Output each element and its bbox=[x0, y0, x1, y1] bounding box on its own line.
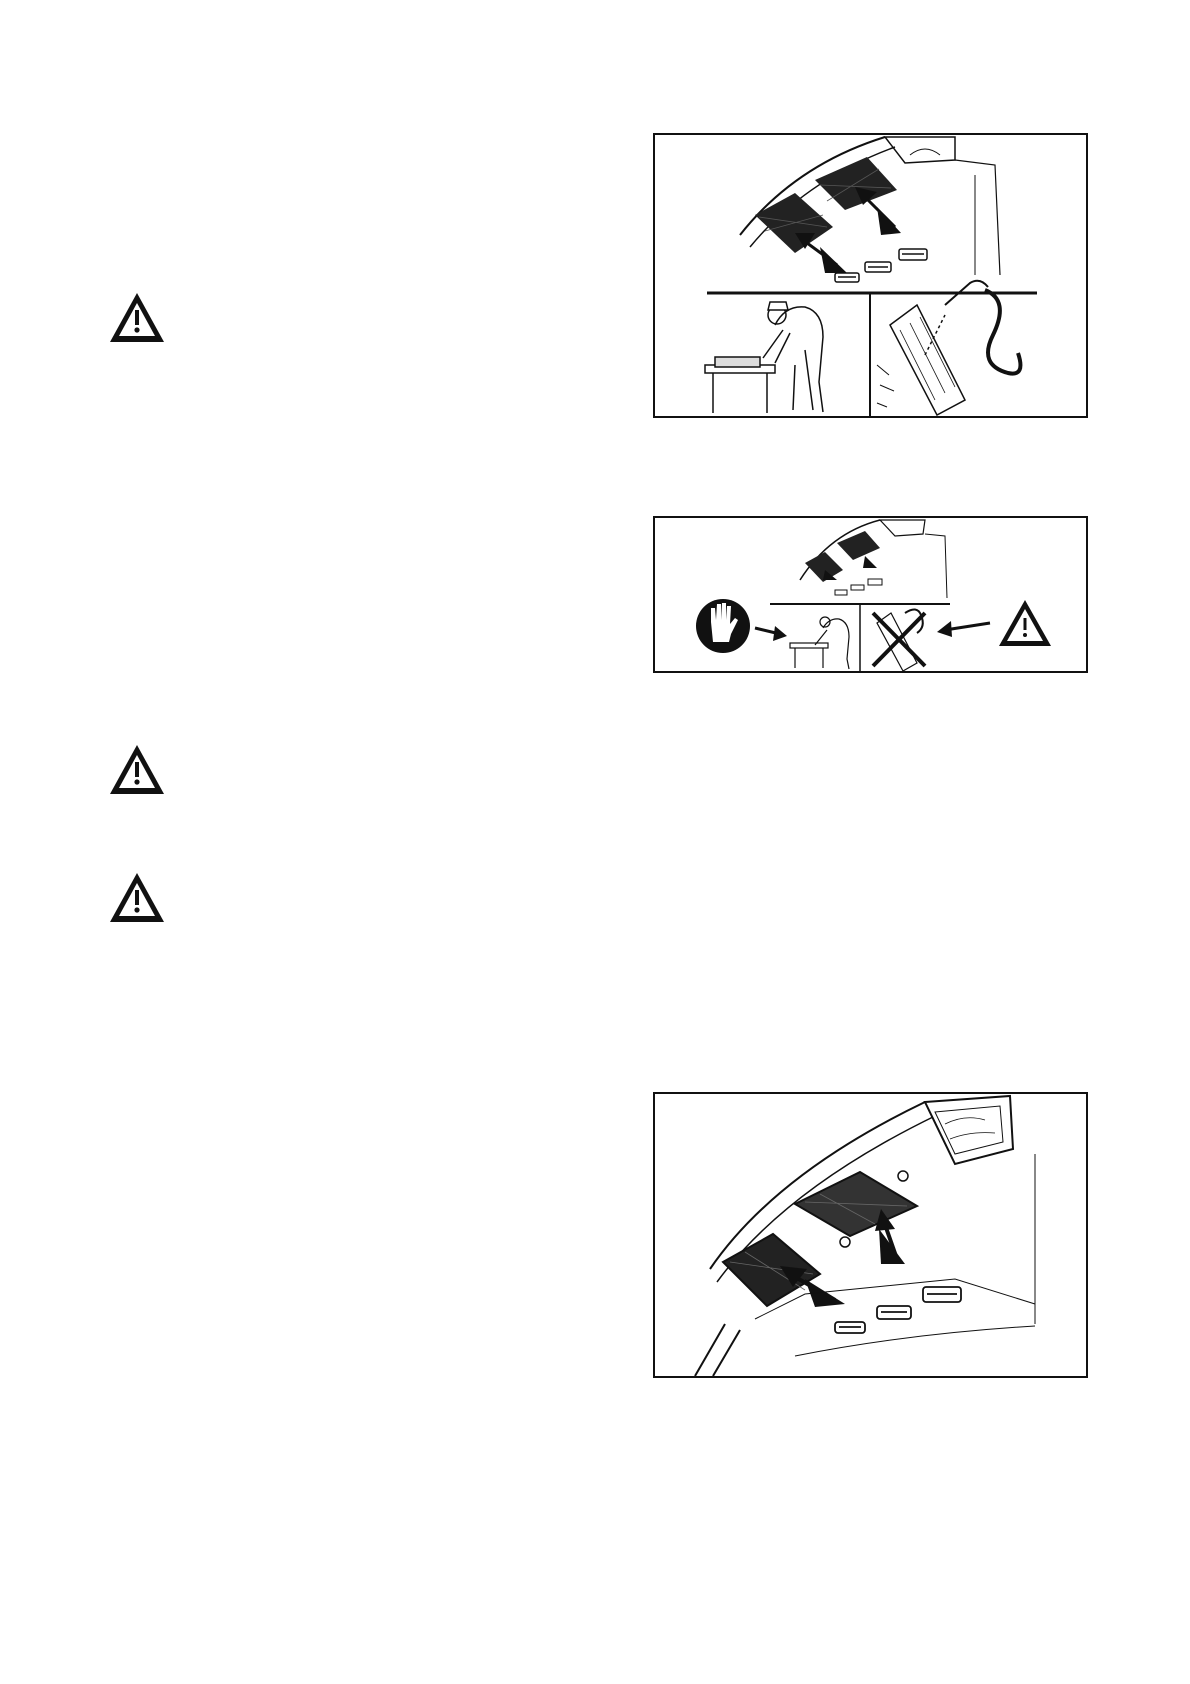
arrow-icon bbox=[795, 233, 847, 273]
warning-triangle-icon bbox=[108, 290, 166, 345]
worker-illustration bbox=[790, 617, 849, 669]
vent-grille bbox=[835, 249, 927, 282]
vent-grille bbox=[835, 1287, 961, 1333]
warning-triangle-icon bbox=[999, 600, 1051, 646]
warning-triangle-icon bbox=[108, 742, 166, 797]
filter-location-figure bbox=[653, 1092, 1088, 1378]
arrow-icon bbox=[755, 626, 787, 641]
compressed-air-illustration bbox=[877, 281, 1020, 415]
filter-panel bbox=[755, 157, 897, 253]
filter-cleaning-figure bbox=[653, 133, 1088, 418]
arrow-icon bbox=[937, 621, 990, 637]
protective-glove-icon bbox=[696, 599, 750, 653]
filter-precautions-figure bbox=[653, 516, 1088, 673]
warning-triangle-icon bbox=[108, 870, 166, 925]
worker-illustration bbox=[705, 302, 823, 413]
